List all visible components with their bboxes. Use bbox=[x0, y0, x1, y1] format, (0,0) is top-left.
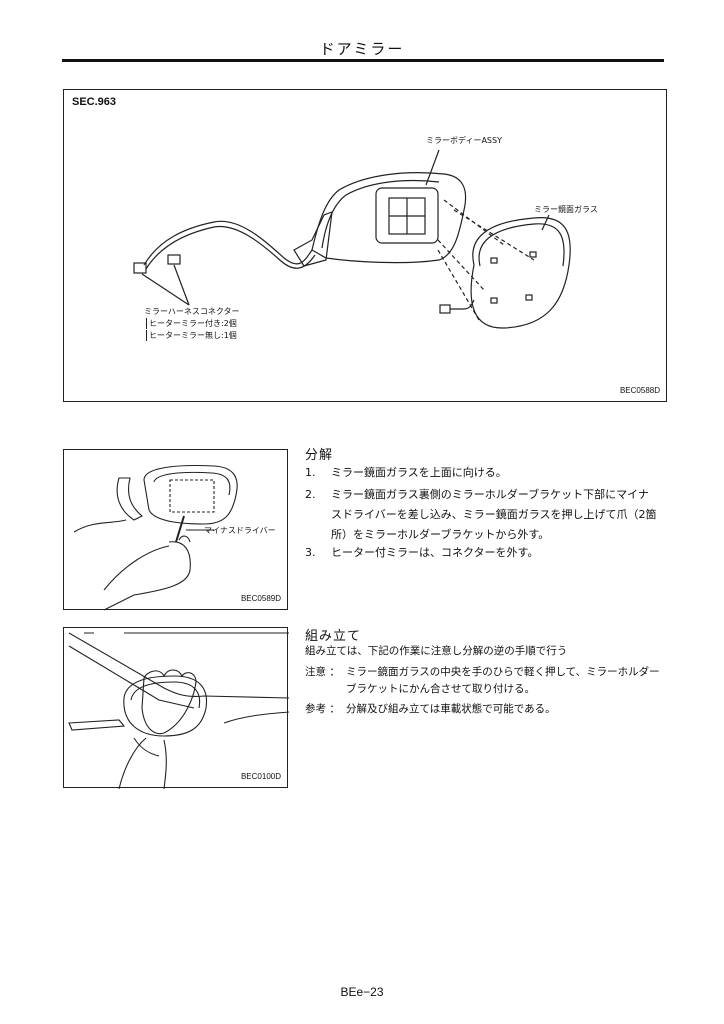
step-text: ミラー鏡面ガラス裏側のミラーホルダーブラケット下部にマイナ bbox=[331, 488, 649, 501]
reference-label: 参考 ： bbox=[305, 703, 340, 715]
mirror-body-callout: ミラーボディーASSY bbox=[426, 136, 502, 145]
step-text: ミラー鏡面ガラスを上面に向ける。 bbox=[331, 466, 507, 479]
step-number: 3. bbox=[305, 546, 316, 559]
section-label: SEC.963 bbox=[72, 96, 117, 108]
title-rule bbox=[62, 59, 664, 62]
step-text: スドライバーを差し込み、ミラー鏡面ガラスを押し上げて爪（2箇 bbox=[331, 508, 657, 521]
disassembly-step: 3. ヒーター付ミラーは、コネクターを外す。 bbox=[305, 543, 685, 563]
mirror-glass-callout: ミラー鏡面ガラス bbox=[534, 205, 598, 214]
mirror-exploded-illustration bbox=[133, 149, 571, 329]
note-text: ブラケットにかん合させて取り付ける。 bbox=[346, 683, 535, 695]
figure-code: BEC0588D bbox=[619, 386, 660, 395]
note-label: 注意 ： bbox=[305, 666, 340, 678]
figure-code: BEC0100D bbox=[240, 772, 281, 781]
step-text: 所）をミラーホルダーブラケットから外す。 bbox=[331, 528, 550, 541]
step-text: ヒーター付ミラーは、コネクターを外す。 bbox=[331, 546, 539, 559]
screwdriver-illustration bbox=[73, 464, 238, 611]
connector-callout: ミラーハーネスコネクター bbox=[144, 307, 240, 316]
step-number: 1. bbox=[305, 466, 316, 479]
press-mirror-illustration bbox=[68, 632, 289, 789]
disassembly-figure: マイナスドライバー BEC0589D bbox=[63, 449, 288, 611]
connector-heater-off: ヒーターミラー無し:1個 bbox=[146, 330, 237, 341]
disassembly-step: 2. ミラー鏡面ガラス裏側のミラーホルダーブラケット下部にマイナ スドライバーを… bbox=[305, 485, 685, 545]
disassembly-heading: 分解 bbox=[305, 448, 334, 463]
page-number: BEe−23 bbox=[340, 985, 384, 999]
main-figure: SEC.963 ミラーボディーASSY ミラー鏡面ガラス ミラーハーネスコネクタ… bbox=[63, 89, 667, 402]
assembly-figure: BEC0100D bbox=[63, 627, 289, 789]
assembly-heading: 組み立て bbox=[305, 629, 362, 644]
step-number: 2. bbox=[305, 488, 316, 501]
reference-text: 分解及び組み立ては車載状態で可能である。 bbox=[346, 703, 556, 715]
connector-heater-on: ヒーターミラー付き:2個 bbox=[146, 318, 237, 329]
figure-code: BEC0589D bbox=[240, 594, 281, 603]
screwdriver-callout: マイナスドライバー bbox=[204, 526, 276, 535]
note-text: ミラー鏡面ガラスの中央を手のひらで軽く押して、ミラーホルダー bbox=[346, 666, 660, 678]
disassembly-step: 1. ミラー鏡面ガラスを上面に向ける。 bbox=[305, 463, 685, 483]
assembly-intro: 組み立ては、下記の作業に注意し分解の逆の手順で行う bbox=[305, 645, 568, 657]
page-title: ドアミラー bbox=[319, 40, 405, 58]
